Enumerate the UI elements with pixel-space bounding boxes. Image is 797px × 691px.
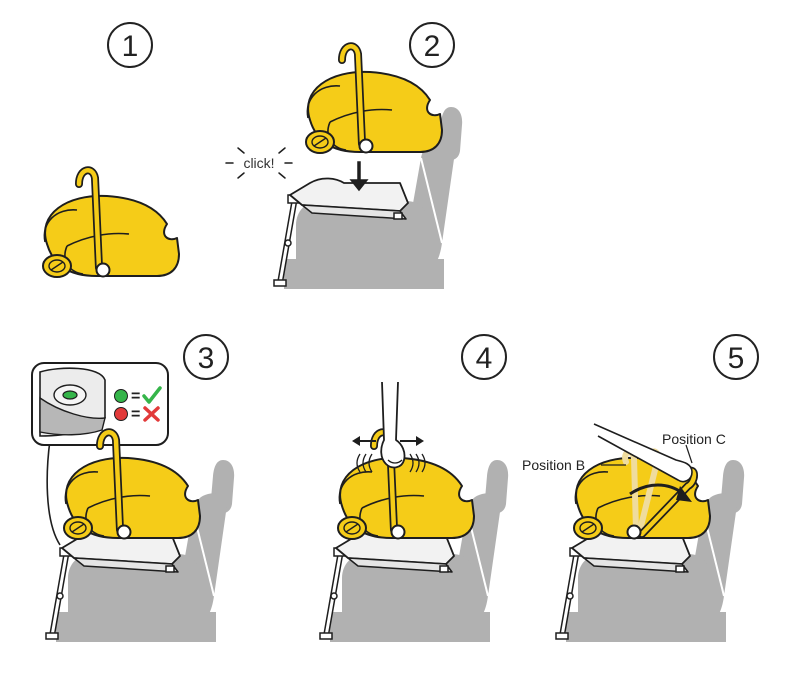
indicator-callout: = =	[31, 362, 169, 546]
cross-icon	[143, 406, 160, 422]
indicator-error-equals: =	[131, 406, 140, 423]
right-arrow-icon	[400, 436, 424, 446]
step-1-number-circle	[107, 22, 153, 68]
down-arrow-icon	[349, 161, 369, 192]
checkmark-icon	[142, 386, 162, 404]
step-2: 2 click!	[225, 22, 464, 290]
hand-icon	[380, 381, 406, 469]
position-c-leader	[685, 444, 693, 464]
red-indicator-icon	[114, 407, 128, 421]
left-arrow-icon	[352, 436, 376, 446]
position-b-label: Position B	[522, 457, 585, 473]
green-indicator-icon	[114, 389, 128, 403]
position-c-label: Position C	[662, 431, 726, 447]
step-5: 5 Position B Position C	[522, 334, 759, 643]
indicator-ok-equals: =	[131, 388, 140, 405]
step-5-number-circle	[713, 334, 759, 380]
step-2-number-circle	[409, 22, 455, 68]
step-5-number: 5	[728, 342, 745, 375]
step-4-number: 4	[476, 342, 493, 375]
step-3-number-circle	[183, 334, 229, 380]
arm-icon	[593, 423, 693, 483]
handle-pivot	[626, 524, 642, 540]
step-4: 4	[320, 334, 510, 643]
rotate-arrow-icon	[629, 483, 692, 502]
step-3: 3 = =	[31, 334, 236, 643]
step-4-carrier	[338, 432, 474, 539]
step-4-number-circle	[461, 334, 507, 380]
step-2-number: 2	[424, 30, 441, 63]
step-1: 1	[43, 22, 179, 277]
click-sound-label: click!	[243, 155, 274, 171]
step-3-number: 3	[198, 342, 215, 375]
step-1-carrier	[43, 170, 179, 277]
shake-lines-icon	[356, 453, 426, 473]
step-1-number: 1	[122, 30, 139, 63]
click-burst-icon	[225, 147, 293, 179]
step-3-carrier	[64, 432, 200, 539]
